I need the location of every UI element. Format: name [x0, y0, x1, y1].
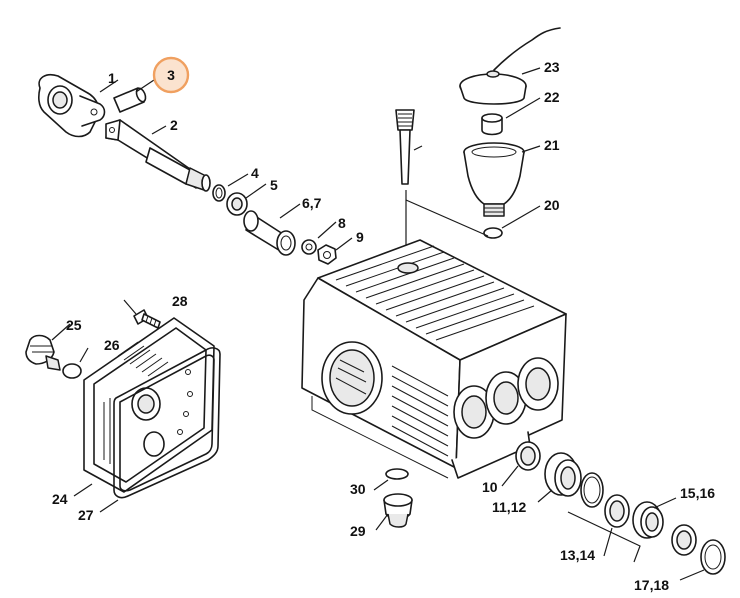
part-5-washer[interactable]: [226, 192, 248, 216]
part-10-bushing[interactable]: [515, 441, 541, 471]
part-25-plug[interactable]: [25, 334, 61, 371]
part-8-washer[interactable]: [301, 239, 317, 255]
highlight-circle-part-3: [152, 56, 190, 94]
callout-24[interactable]: 24: [52, 491, 68, 507]
callout-26[interactable]: 26: [104, 337, 120, 353]
part-20-oring[interactable]: [483, 227, 503, 239]
part-6-7-sleeve[interactable]: [243, 210, 296, 256]
part-17-18-washer[interactable]: [700, 539, 726, 575]
pump-housing[interactable]: [301, 239, 567, 479]
callout-23[interactable]: 23: [544, 59, 560, 75]
part-21-damper[interactable]: [463, 142, 525, 217]
valve-stem[interactable]: [395, 109, 489, 262]
part-2-plunger[interactable]: [105, 119, 211, 192]
part-24-cover[interactable]: [83, 317, 215, 493]
part-29-plug[interactable]: [383, 493, 413, 528]
callout-11-12[interactable]: 11,12: [492, 499, 526, 515]
part-27-gasket[interactable]: [113, 347, 221, 499]
callout-21[interactable]: 21: [544, 137, 560, 153]
oring-large[interactable]: [580, 472, 604, 508]
callout-27[interactable]: 27: [78, 507, 94, 523]
callout-2[interactable]: 2: [170, 117, 178, 133]
callout-1[interactable]: 1: [108, 70, 116, 86]
callout-4[interactable]: 4: [251, 165, 259, 181]
callout-17-18[interactable]: 17,18: [634, 577, 669, 593]
callout-15-16[interactable]: 15,16: [680, 485, 715, 501]
callouts: 3 1 2 4 5 6,7 8 9 23 22 21 20 28 25 26 2…: [52, 56, 715, 593]
callout-8[interactable]: 8: [338, 215, 346, 231]
part-28-screw[interactable]: [133, 309, 161, 329]
callout-13-14[interactable]: 13,14: [560, 547, 595, 563]
part-22-sleeve[interactable]: [481, 113, 503, 136]
leader-lines: [51, 67, 705, 581]
callout-30[interactable]: 30: [350, 481, 366, 497]
part-26-oring[interactable]: [62, 363, 82, 379]
callout-10[interactable]: 10: [482, 479, 498, 495]
callout-9[interactable]: 9: [356, 229, 364, 245]
callout-29[interactable]: 29: [350, 523, 366, 539]
part-3-pin[interactable]: [113, 87, 147, 113]
ring-lower[interactable]: [671, 524, 697, 556]
part-9-nut[interactable]: [317, 244, 337, 265]
callout-22[interactable]: 22: [544, 89, 560, 105]
part-15-16-seal[interactable]: [632, 501, 664, 539]
part-13-14-ring[interactable]: [604, 494, 630, 528]
part-4-oring[interactable]: [212, 184, 226, 202]
callout-5[interactable]: 5: [270, 177, 278, 193]
callout-28[interactable]: 28: [172, 293, 188, 309]
callout-20[interactable]: 20: [544, 197, 560, 213]
part-1-clamp[interactable]: [38, 73, 106, 138]
callout-25[interactable]: 25: [66, 317, 82, 333]
part-30-oring[interactable]: [385, 468, 409, 480]
callout-6-7[interactable]: 6,7: [302, 195, 322, 211]
part-23-cap[interactable]: [459, 27, 561, 105]
part-11-12-packing[interactable]: [544, 452, 582, 497]
callout-3[interactable]: 3: [167, 67, 175, 83]
